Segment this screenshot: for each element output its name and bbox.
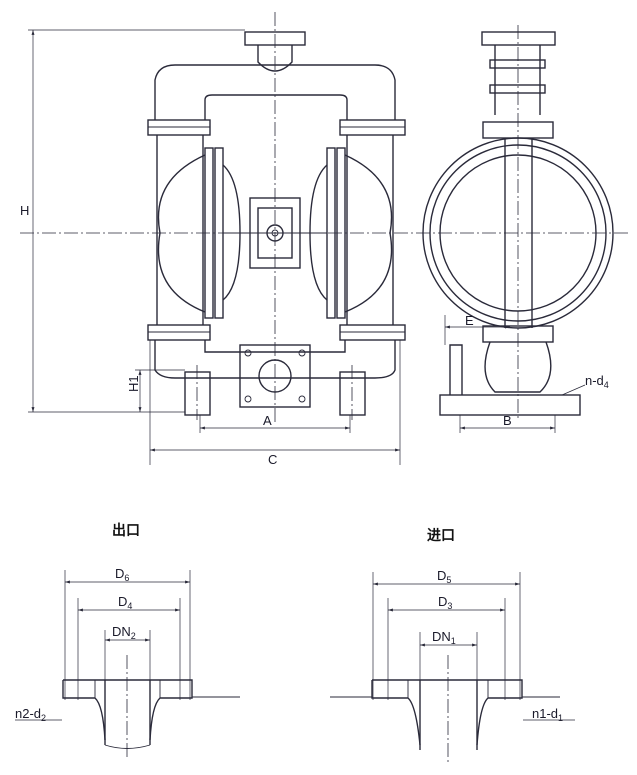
dim-A-label: A xyxy=(263,413,272,428)
dim-E-label: E xyxy=(465,313,474,328)
inlet-title: 进口 xyxy=(427,527,455,543)
side-view: E B n-d4 xyxy=(422,25,614,433)
D6-label: D6 xyxy=(115,566,129,583)
D4-label: D4 xyxy=(118,594,132,611)
dim-C-label: C xyxy=(268,452,277,467)
dim-B-label: B xyxy=(503,413,512,428)
n2-d2-label: n2-d2 xyxy=(15,706,46,723)
D3-label: D3 xyxy=(438,594,452,611)
D5-label: D5 xyxy=(437,568,451,585)
dim-H-label: H xyxy=(20,203,29,218)
DN1-label: DN1 xyxy=(432,629,456,646)
n1-d1-label: n1-d1 xyxy=(532,706,563,723)
DN2-label: DN2 xyxy=(112,624,136,641)
outlet-title: 出口 xyxy=(112,522,140,538)
outlet-flange-detail: 出口 D6 D4 DN2 n2-d2 xyxy=(15,522,240,760)
dim-H1-label: H1 xyxy=(126,375,141,392)
inlet-flange-detail: 进口 D5 D3 DN1 n1-d1 xyxy=(330,527,575,765)
n-d4-label: n-d4 xyxy=(585,373,609,390)
front-view: H H1 A C xyxy=(20,12,630,467)
